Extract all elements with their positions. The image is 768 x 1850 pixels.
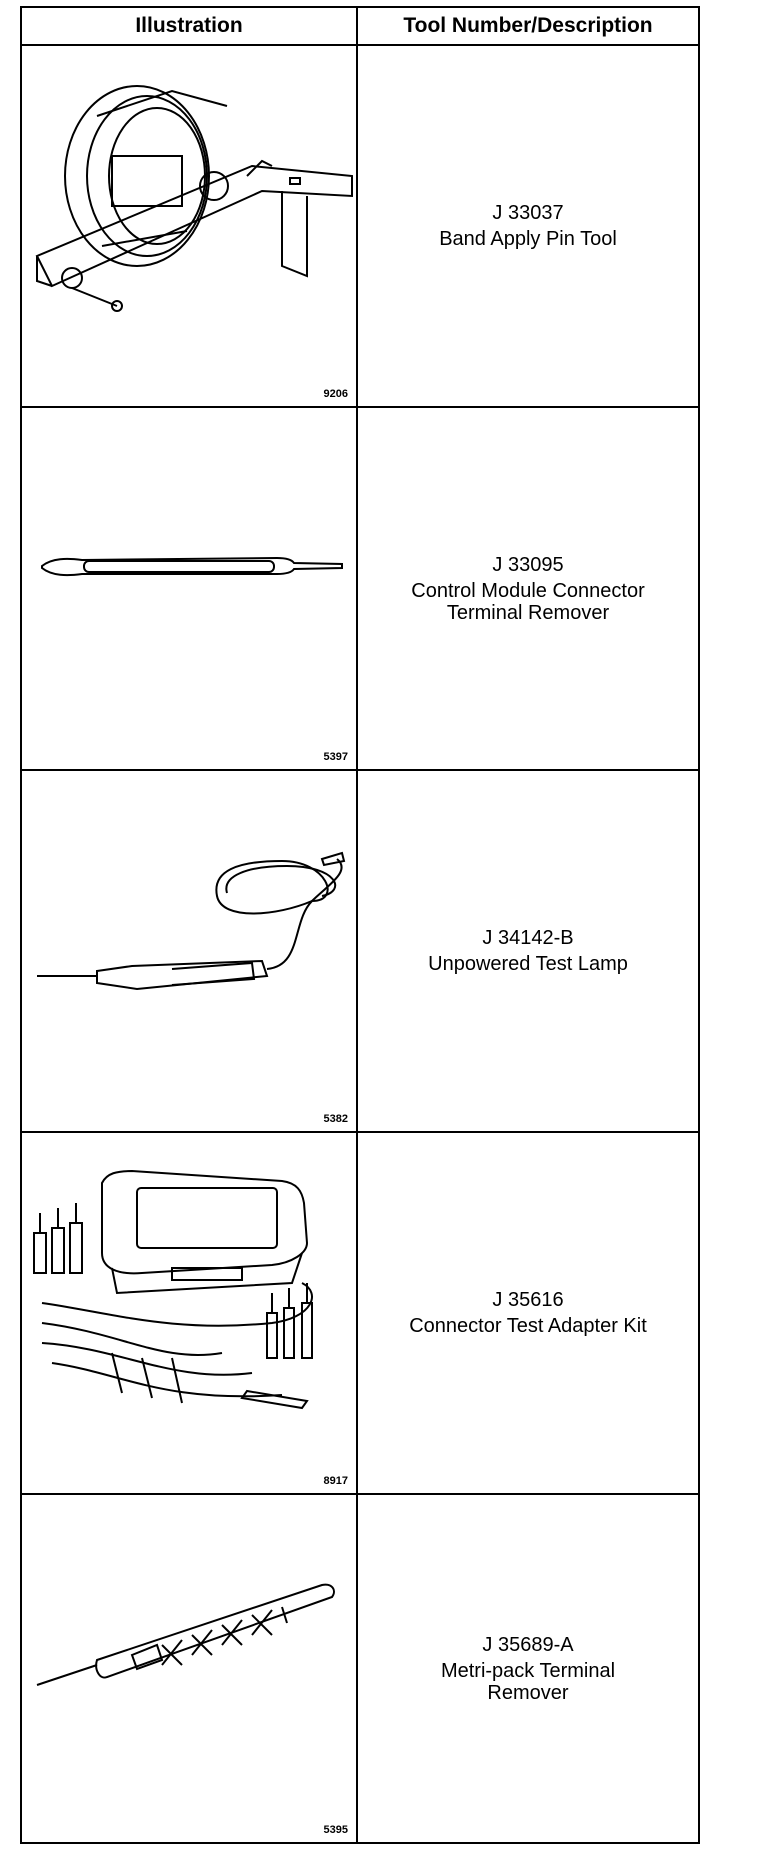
- illustration-cell: 5382: [22, 771, 358, 1131]
- illustration-cell: 5397: [22, 408, 358, 769]
- figure-number: 5382: [323, 1113, 348, 1125]
- tool-description: J 33095 Control Module Connector Termina…: [358, 408, 698, 769]
- tool-name-line-2: Remover: [487, 1681, 569, 1704]
- band-apply-pin-tool-illustration: [35, 85, 353, 312]
- table-row: 5397 J 33095 Control Module Connector Te…: [22, 408, 698, 771]
- tool-number: J 34142-B: [482, 927, 574, 949]
- tool-name-line-1: Control Module Connector: [411, 579, 645, 602]
- test-lamp-illustration: [37, 851, 346, 991]
- tool-name: Unpowered Test Lamp: [428, 953, 628, 975]
- figure-number: 5397: [323, 751, 348, 763]
- terminal-remover-illustration: [41, 556, 343, 577]
- table-row: 5395 J 35689-A Metri-pack Terminal Remov…: [22, 1495, 698, 1842]
- table-row: 9206 J 33037 Band Apply Pin Tool: [22, 46, 698, 408]
- illustration-cell: 5395: [22, 1495, 358, 1842]
- header-illustration: Illustration: [22, 8, 358, 44]
- figure-number: 5395: [323, 1824, 348, 1836]
- illustration-cell: 9206: [22, 46, 358, 406]
- tool-description: J 35616 Connector Test Adapter Kit: [358, 1133, 698, 1493]
- table-header: Illustration Tool Number/Description: [22, 8, 698, 46]
- illustration-cell: 8917: [22, 1133, 358, 1493]
- figure-number: 8917: [323, 1475, 348, 1487]
- tool-name-line-2: Terminal Remover: [446, 601, 610, 624]
- figure-number: 9206: [323, 388, 348, 400]
- tool-name-line-1: Metri-pack Terminal: [440, 1659, 616, 1682]
- tool-number: J 35616: [492, 1289, 564, 1311]
- test-adapter-kit-illustration: [33, 1169, 313, 1410]
- tool-number: J 35689-A: [482, 1633, 574, 1656]
- metri-pack-remover-illustration: [36, 1583, 335, 1686]
- tool-name: Connector Test Adapter Kit: [409, 1315, 647, 1337]
- table-row: 5382 J 34142-B Unpowered Test Lamp: [22, 771, 698, 1133]
- tool-number: J 33095: [492, 553, 564, 576]
- tool-number: J 33037: [492, 202, 564, 224]
- tool-description: J 33037 Band Apply Pin Tool: [358, 46, 698, 406]
- tool-description: J 35689-A Metri-pack Terminal Remover: [358, 1495, 698, 1842]
- tool-table: Illustration Tool Number/Description: [20, 6, 700, 1844]
- tool-name: Band Apply Pin Tool: [439, 228, 617, 250]
- tool-description: J 34142-B Unpowered Test Lamp: [358, 771, 698, 1131]
- header-tool-number: Tool Number/Description: [403, 14, 653, 37]
- table-row: 8917 J 35616 Connector Test Adapter Kit: [22, 1133, 698, 1495]
